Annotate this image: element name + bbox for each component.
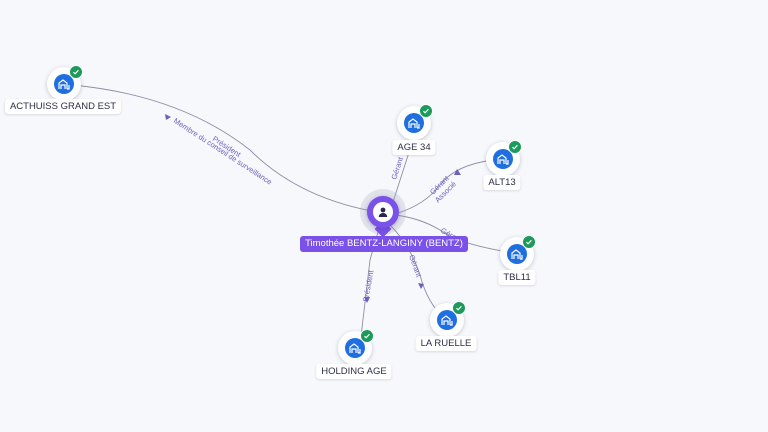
edge-laruelle-arrow [418, 283, 424, 289]
building-icon [404, 113, 424, 133]
company-label-laruelle[interactable]: LA RUELLE [415, 336, 477, 351]
company-label-alt13[interactable]: ALT13 [483, 175, 521, 190]
company-label-acthuiss[interactable]: ACTHUISS GRAND EST [4, 99, 122, 114]
verified-check-icon [452, 301, 466, 315]
person-node[interactable] [367, 196, 399, 228]
building-icon [54, 74, 74, 94]
company-label-holdingage[interactable]: HOLDING AGE [316, 364, 392, 379]
edge-tbl11[interactable] [394, 214, 516, 254]
edge-alt13[interactable] [394, 159, 494, 215]
building-icon [493, 149, 513, 169]
company-label-tbl11[interactable]: TBL11 [498, 270, 536, 285]
edge-label-holdingage: Président [361, 269, 376, 303]
edge-label-age34: Gérant [389, 155, 405, 180]
company-node-alt13[interactable] [486, 140, 522, 176]
person-label[interactable]: Timothée BENTZ-LANGINY (BENTZ) [300, 236, 468, 252]
verified-check-icon [69, 65, 83, 79]
company-node-age34[interactable] [397, 104, 433, 140]
building-icon [507, 244, 527, 264]
verified-check-icon [419, 104, 433, 118]
verified-check-icon [522, 235, 536, 249]
building-icon [345, 338, 365, 358]
edge-label-acthuiss-2: Membre du conseil de surveillance [172, 116, 274, 186]
edge-label-laruelle: Gérant [407, 254, 424, 279]
building-icon [437, 310, 457, 330]
company-label-age34[interactable]: AGE 34 [392, 140, 436, 155]
verified-check-icon [508, 140, 522, 154]
company-node-laruelle[interactable] [430, 301, 466, 337]
edge-acthuiss[interactable] [71, 84, 384, 214]
verified-check-icon [360, 329, 374, 343]
company-node-acthuiss[interactable] [47, 65, 83, 101]
edge-acthuiss-arrow [165, 114, 171, 120]
person-icon [373, 202, 393, 222]
edge-holdingage-arrow [364, 297, 370, 303]
company-node-holdingage[interactable] [338, 329, 374, 365]
edge-alt13-arrow [454, 169, 461, 175]
company-node-tbl11[interactable] [500, 235, 536, 271]
